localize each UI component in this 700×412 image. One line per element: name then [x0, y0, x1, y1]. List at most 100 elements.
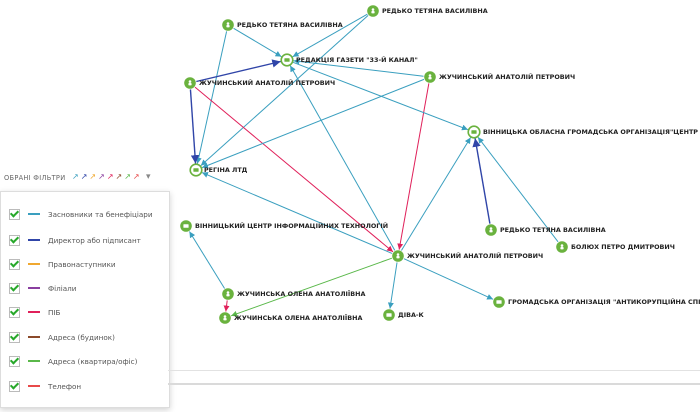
graph-node-label: РЕДЬКО ТЕТЯНА ВАСИЛІВНА	[237, 21, 343, 29]
filter-checkbox[interactable]	[9, 331, 20, 343]
graph-edge-owner	[188, 231, 226, 289]
selected-filter-arrows: ↗↗↗↗↗↗↗↗	[72, 172, 140, 182]
line-color-swatch	[28, 360, 40, 362]
filter-option[interactable]: ПІБ	[1, 302, 169, 322]
filter-arrow-icon: ↗	[132, 172, 140, 181]
graph-node-label: РЕДЬКО ТЕТЯНА ВАСИЛІВНА	[382, 7, 488, 15]
filter-label: Філіали	[48, 283, 77, 293]
filter-label: Правонаступники	[48, 259, 116, 269]
filter-label: Адреса (будинок)	[48, 332, 115, 342]
filter-checkbox[interactable]	[9, 282, 20, 294]
line-color-swatch	[28, 263, 40, 265]
graph-node-label: БОЛЮХ ПЕТРО ДМИТРОВИЧ	[571, 243, 675, 251]
graph-node-person[interactable]: РЕДЬКО ТЕТЯНА ВАСИЛІВНА	[367, 5, 488, 17]
person-icon	[223, 315, 227, 321]
graph-edge-owner	[403, 258, 494, 300]
graph-node-person[interactable]: РЕДЬКО ТЕТЯНА ВАСИЛІВНА	[222, 19, 343, 31]
chevron-down-icon[interactable]: ▾	[146, 172, 151, 182]
graph-node-person[interactable]: ЖУЧИНСЬКА ОЛЕНА АНАТОЛІЇВНА	[219, 312, 363, 324]
graph-edge-owner	[292, 61, 469, 131]
filter-checkbox[interactable]	[9, 380, 20, 392]
graph-edge-owner	[400, 137, 472, 251]
graph-node-label: ЖУЧИНСЬКА ОЛЕНА АНАТОЛІЇВНА	[234, 313, 363, 322]
building-icon	[471, 130, 477, 134]
filter-label: Директор або підписант	[48, 235, 141, 245]
graph-edge-owner	[293, 58, 424, 77]
graph-node-label: ДІВА-К	[398, 311, 425, 319]
graph-node-label: ЖУЧИНСЬКИЙ АНАТОЛІЙ ПЕТРОВИЧ	[439, 72, 575, 81]
filter-label: Телефон	[48, 381, 82, 391]
graph-edge-owner	[477, 136, 559, 243]
graph-node-org[interactable]: ВІННИЦЬКИЙ ЦЕНТР ІНФОРМАЦІЙНИХ ТЕХНОЛОГІ…	[180, 220, 388, 232]
graph-edge-pib	[223, 300, 230, 312]
filter-option[interactable]: Філіали	[1, 278, 169, 298]
building-icon	[183, 224, 189, 228]
graph-node-person[interactable]: ЖУЧИНСЬКА ОЛЕНА АНАТОЛІЇВНА	[222, 288, 366, 300]
divider	[168, 370, 700, 371]
selected-filters-title: ОБРАНІ ФІЛЬТРИ	[4, 174, 66, 182]
graph-edge-owner	[200, 14, 369, 167]
line-color-swatch	[28, 213, 40, 215]
graph-node-person[interactable]: ЖУЧИНСЬКИЙ АНАТОЛІЙ ПЕТРОВИЧ	[184, 77, 335, 89]
person-icon	[489, 227, 493, 233]
filter-arrow-icon: ↗	[98, 172, 105, 181]
scrollbar-track[interactable]	[168, 383, 700, 385]
filter-label: Засновники та бенефіціари	[48, 209, 153, 219]
graph-edge-director	[189, 89, 200, 164]
filter-option[interactable]: Телефон	[1, 376, 169, 396]
filter-checkbox[interactable]	[9, 208, 20, 220]
graph-node-label: ВІННИЦЬКА ОБЛАСНА ГРОМАДСЬКА ОРГАНІЗАЦІЯ…	[483, 128, 700, 136]
filter-arrow-icon: ↗	[115, 172, 123, 181]
filter-option[interactable]: Засновники та бенефіціари	[1, 204, 169, 224]
graph-edge-director	[472, 138, 491, 224]
filter-option[interactable]: Адреса (будинок)	[1, 327, 169, 347]
filter-option[interactable]: Директор або підписант	[1, 230, 169, 250]
building-icon	[193, 168, 199, 172]
graph-node-org[interactable]: РЕГІНА ЛТД	[189, 163, 248, 177]
graph-node-label: ВІННИЦЬКИЙ ЦЕНТР ІНФОРМАЦІЙНИХ ТЕХНОЛОГІ…	[195, 221, 388, 230]
graph-edge-owner	[201, 172, 393, 254]
filter-option[interactable]: Правонаступники	[1, 254, 169, 274]
filter-checkbox[interactable]	[9, 258, 20, 270]
graph-node-org[interactable]: ГРОМАДСЬКА ОРГАНІЗАЦІЯ "АНТИКОРУПЦІЙНА С…	[493, 296, 700, 308]
person-icon	[226, 291, 230, 297]
filter-arrow-icon: ↗	[106, 172, 114, 181]
filter-checkbox[interactable]	[9, 355, 20, 367]
person-icon	[371, 8, 375, 14]
graph-node-label: РЕДАКЦІЯ ГАЗЕТИ "33-Й КАНАЛ"	[296, 55, 418, 64]
graph-node-label: РЕГІНА ЛТД	[204, 166, 248, 174]
graph-edge-owner	[233, 27, 282, 58]
graph-edge-owner	[201, 78, 425, 169]
line-color-swatch	[28, 311, 40, 313]
graph-edge-director	[196, 59, 281, 83]
filter-checkbox[interactable]	[9, 234, 20, 246]
graph-node-label: ГРОМАДСЬКА ОРГАНІЗАЦІЯ "АНТИКОРУПЦІЙНА С…	[508, 297, 700, 306]
person-icon	[396, 253, 400, 259]
graph-node-person[interactable]: ЖУЧИНСЬКИЙ АНАТОЛІЙ ПЕТРОВИЧ	[392, 250, 543, 262]
person-icon	[428, 74, 432, 80]
person-icon	[188, 80, 192, 86]
line-color-swatch	[28, 336, 40, 338]
line-color-swatch	[28, 385, 40, 387]
graph-node-person[interactable]: РЕДЬКО ТЕТЯНА ВАСИЛІВНА	[485, 224, 606, 236]
graph-edge-addr_apartment	[230, 257, 393, 317]
graph-node-org[interactable]: ДІВА-К	[383, 309, 425, 321]
filter-option[interactable]: Адреса (квартира/офіс)	[1, 351, 169, 371]
graph-node-person[interactable]: ЖУЧИНСЬКИЙ АНАТОЛІЙ ПЕТРОВИЧ	[424, 71, 575, 83]
person-icon	[560, 244, 564, 250]
graph-node-org[interactable]: ВІННИЦЬКА ОБЛАСНА ГРОМАДСЬКА ОРГАНІЗАЦІЯ…	[467, 125, 700, 139]
building-icon	[386, 313, 392, 317]
line-color-swatch	[28, 239, 40, 241]
filter-checkbox[interactable]	[9, 306, 20, 318]
line-color-swatch	[28, 287, 40, 289]
person-icon	[226, 22, 230, 28]
graph-edge-pib	[397, 83, 430, 250]
graph-node-org[interactable]: РЕДАКЦІЯ ГАЗЕТИ "33-Й КАНАЛ"	[280, 53, 418, 67]
graph-node-person[interactable]: БОЛЮХ ПЕТРО ДМИТРОВИЧ	[556, 241, 675, 253]
graph-edge-owner	[195, 31, 228, 164]
graph-node-label: РЕДЬКО ТЕТЯНА ВАСИЛІВНА	[500, 226, 606, 234]
graph-node-label: ЖУЧИНСЬКИЙ АНАТОЛІЙ ПЕТРОВИЧ	[407, 251, 543, 260]
building-icon	[496, 300, 502, 304]
